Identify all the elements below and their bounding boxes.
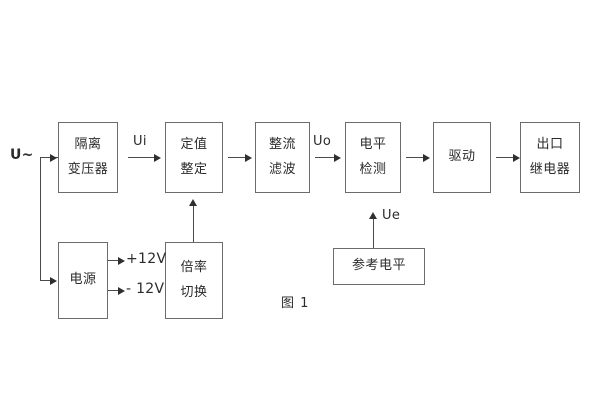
wire-rectifier-to-level-detection (315, 157, 336, 159)
block-setpoint-setting: 定值 整定 (165, 122, 223, 193)
wire-rail-to-power-supply (40, 280, 53, 282)
signal-label-ue: Ue (382, 208, 401, 223)
arrowhead-to-power-supply-icon (50, 276, 57, 285)
wire-rail-to-transformer (40, 157, 53, 159)
wire-setpoint-to-rectifier (228, 157, 247, 159)
block-label-line2: 切换 (180, 284, 208, 300)
signal-label-ui: Ui (133, 134, 147, 149)
block-output-relay: 出口 继电器 (520, 122, 580, 193)
wire-power-positive-rail (108, 260, 122, 262)
wire-reference-level-to-level-detection (373, 218, 375, 248)
wire-power-negative-rail (108, 290, 122, 292)
wire-driver-to-output-relay (496, 157, 515, 159)
rail-label-negative-12v: - 12V (126, 281, 165, 297)
input-source-label: U~ (10, 147, 34, 163)
block-label-line1: 隔离 (74, 136, 102, 152)
arrowhead-positive-rail-icon (118, 256, 125, 265)
arrowhead-rectifier-input-icon (245, 153, 252, 162)
block-label-line2: 变压器 (67, 161, 109, 177)
block-label-line1: 定值 (180, 136, 208, 152)
block-label-line1: 倍率 (180, 259, 208, 275)
block-isolation-transformer: 隔离 变压器 (58, 122, 118, 193)
figure-caption: 图 1 (281, 296, 310, 311)
wire-transformer-to-setpoint (128, 157, 156, 159)
arrowhead-output-relay-input-icon (513, 153, 520, 162)
wire-input-vertical-rail (40, 157, 42, 281)
block-power-supply: 电源 (58, 242, 108, 319)
block-label-line1: 电源 (69, 272, 97, 288)
arrowhead-negative-rail-icon (118, 286, 125, 295)
arrowhead-to-transformer-icon (50, 153, 57, 162)
block-driver: 驱动 (433, 122, 491, 193)
block-label-line1: 电平 (359, 136, 387, 152)
arrowhead-driver-input-icon (423, 153, 430, 162)
signal-label-uo: Uo (313, 134, 332, 149)
arrowhead-level-detection-reference-input-icon (369, 212, 377, 219)
arrowhead-level-detection-input-icon (334, 153, 341, 162)
block-level-detection: 电平 检测 (345, 122, 401, 193)
block-label-line1: 整流 (268, 136, 296, 152)
block-label-line2: 检测 (359, 161, 387, 177)
arrowhead-setpoint-ratio-input-icon (189, 199, 197, 206)
block-label-line1: 出口 (536, 136, 564, 152)
block-reference-level: 参考电平 (333, 248, 425, 285)
rail-label-positive-12v: +12V (126, 251, 167, 267)
block-label-line1: 参考电平 (351, 258, 406, 274)
wire-level-detection-to-driver (406, 157, 425, 159)
block-ratio-switch: 倍率 切换 (165, 242, 223, 319)
block-label-line2: 继电器 (529, 161, 571, 177)
block-label-line2: 滤波 (268, 161, 296, 177)
wire-ratio-switch-to-setpoint (193, 205, 195, 242)
block-rectifier-filter: 整流 滤波 (255, 122, 310, 193)
block-label-line2: 整定 (180, 161, 208, 177)
arrowhead-setpoint-input-icon (154, 153, 161, 162)
block-label-line1: 驱动 (448, 149, 476, 165)
